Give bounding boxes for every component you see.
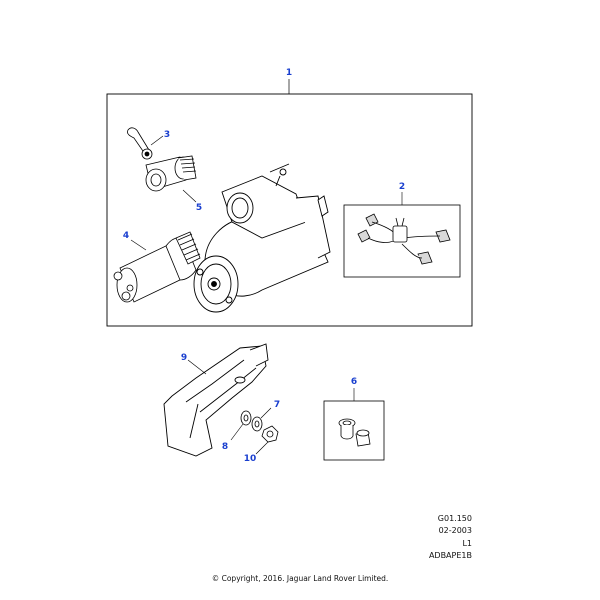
drive-pinion-part (145, 155, 197, 192)
leader-line-3 (150, 135, 164, 146)
callout-2: 2 (399, 182, 405, 192)
starter-motor-body (193, 163, 331, 313)
diagram-reference: G01.150 (437, 514, 472, 523)
callout-10: 10 (244, 454, 257, 464)
callout-3: 3 (164, 130, 170, 140)
leader-line-9 (187, 359, 207, 375)
diagram-date: 02-2003 (438, 526, 472, 535)
callout-7: 7 (274, 400, 280, 410)
assembly-frame (106, 93, 473, 327)
leader-line-8 (230, 423, 244, 441)
bolt-10-part (261, 425, 279, 443)
leader-line-5 (182, 189, 197, 203)
copyright-notice: © Copyright, 2016. Jaguar Land Rover Lim… (211, 574, 389, 583)
bracket-part (163, 343, 269, 457)
bush-frame (323, 400, 385, 461)
leader-line-4 (130, 239, 147, 251)
callout-5: 5 (196, 203, 202, 213)
diagram-code: ADBAPE1B (428, 551, 472, 560)
leader-line-10 (255, 441, 269, 455)
leader-line-7 (260, 407, 272, 419)
bush-part (338, 418, 371, 447)
callout-6: 6 (351, 377, 357, 387)
brush-kit-part (357, 213, 451, 265)
washer-7-part (251, 416, 263, 432)
callout-1: 1 (286, 68, 292, 78)
solenoid-part (113, 231, 201, 303)
diagram-level: L1 (462, 539, 472, 548)
callout-4: 4 (123, 231, 129, 241)
drive-lever-part (127, 127, 153, 160)
callout-8: 8 (222, 442, 228, 452)
nut-8-part (240, 410, 252, 426)
callout-9: 9 (181, 353, 187, 363)
